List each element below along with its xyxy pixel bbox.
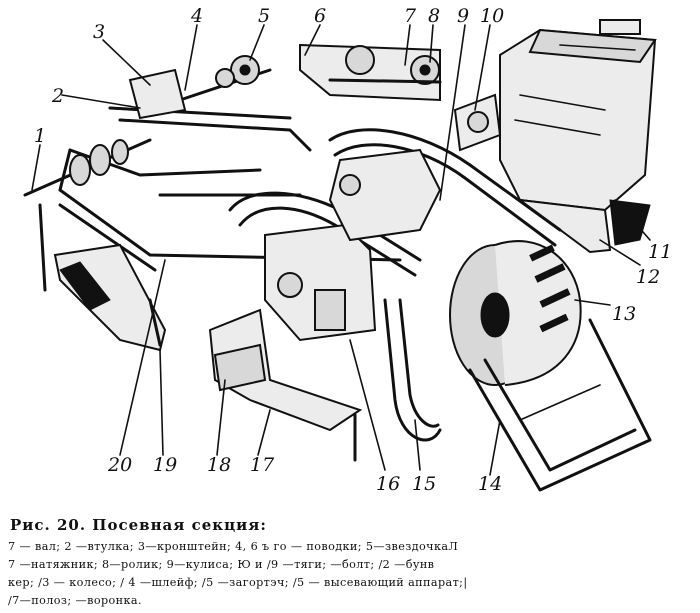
- callout-12: 12: [636, 266, 660, 288]
- callout-20: 20: [107, 454, 132, 476]
- callout-labels: 1 2 3 4 5 6 7 8 9 10 11 12 13 14 15 16 1…: [34, 5, 672, 495]
- callout-9: 9: [457, 5, 469, 27]
- callout-18: 18: [207, 454, 231, 476]
- callout-13: 13: [612, 303, 636, 325]
- callout-6: 6: [314, 5, 326, 27]
- caption-line: 7 — вал; 2 —втулка; 3—кронштейн; 4, 6 ъ …: [8, 540, 459, 553]
- wheel: [449, 240, 582, 386]
- callout-5: 5: [258, 5, 270, 27]
- lower-links: [38, 203, 167, 352]
- caption-title: Рис. 20. Посевная секция:: [10, 516, 267, 534]
- callout-16: 16: [376, 473, 400, 495]
- callout-8: 8: [428, 5, 440, 27]
- drag-loop: [468, 318, 652, 492]
- callout-10: 10: [480, 5, 504, 27]
- callout-3: 3: [93, 21, 105, 43]
- seeding-section-drawing: 1 2 3 4 5 6 7 8 9 10 11 12 13 14 15 16 1…: [23, 5, 672, 495]
- coverer: [383, 298, 442, 442]
- shaft-assembly: [23, 55, 272, 197]
- callout-2: 2: [51, 85, 64, 107]
- callout-1: 1: [34, 125, 46, 147]
- sowing-apparatus: [264, 148, 442, 342]
- callout-7: 7: [404, 5, 417, 27]
- caption-line: кер; /3 — колесо; / 4 —шлейф; /5 —загорт…: [8, 576, 468, 589]
- callout-4: 4: [190, 5, 203, 27]
- callout-15: 15: [412, 473, 436, 495]
- callout-17: 17: [250, 454, 275, 476]
- callout-14: 14: [478, 473, 502, 495]
- caption-line: 7 —натяжник; 8—ролик; 9—кулиса; Ю и /9 —…: [8, 558, 435, 571]
- leader-lines: [31, 24, 651, 476]
- figure-caption: Рис. 20. Посевная секция: 7 — вал; 2 —вт…: [8, 516, 698, 610]
- runner: [208, 308, 363, 462]
- callout-19: 19: [153, 454, 177, 476]
- hopper: [499, 19, 657, 254]
- callout-11: 11: [648, 241, 672, 263]
- caption-line: /7—полоз; —воронка.: [8, 594, 142, 607]
